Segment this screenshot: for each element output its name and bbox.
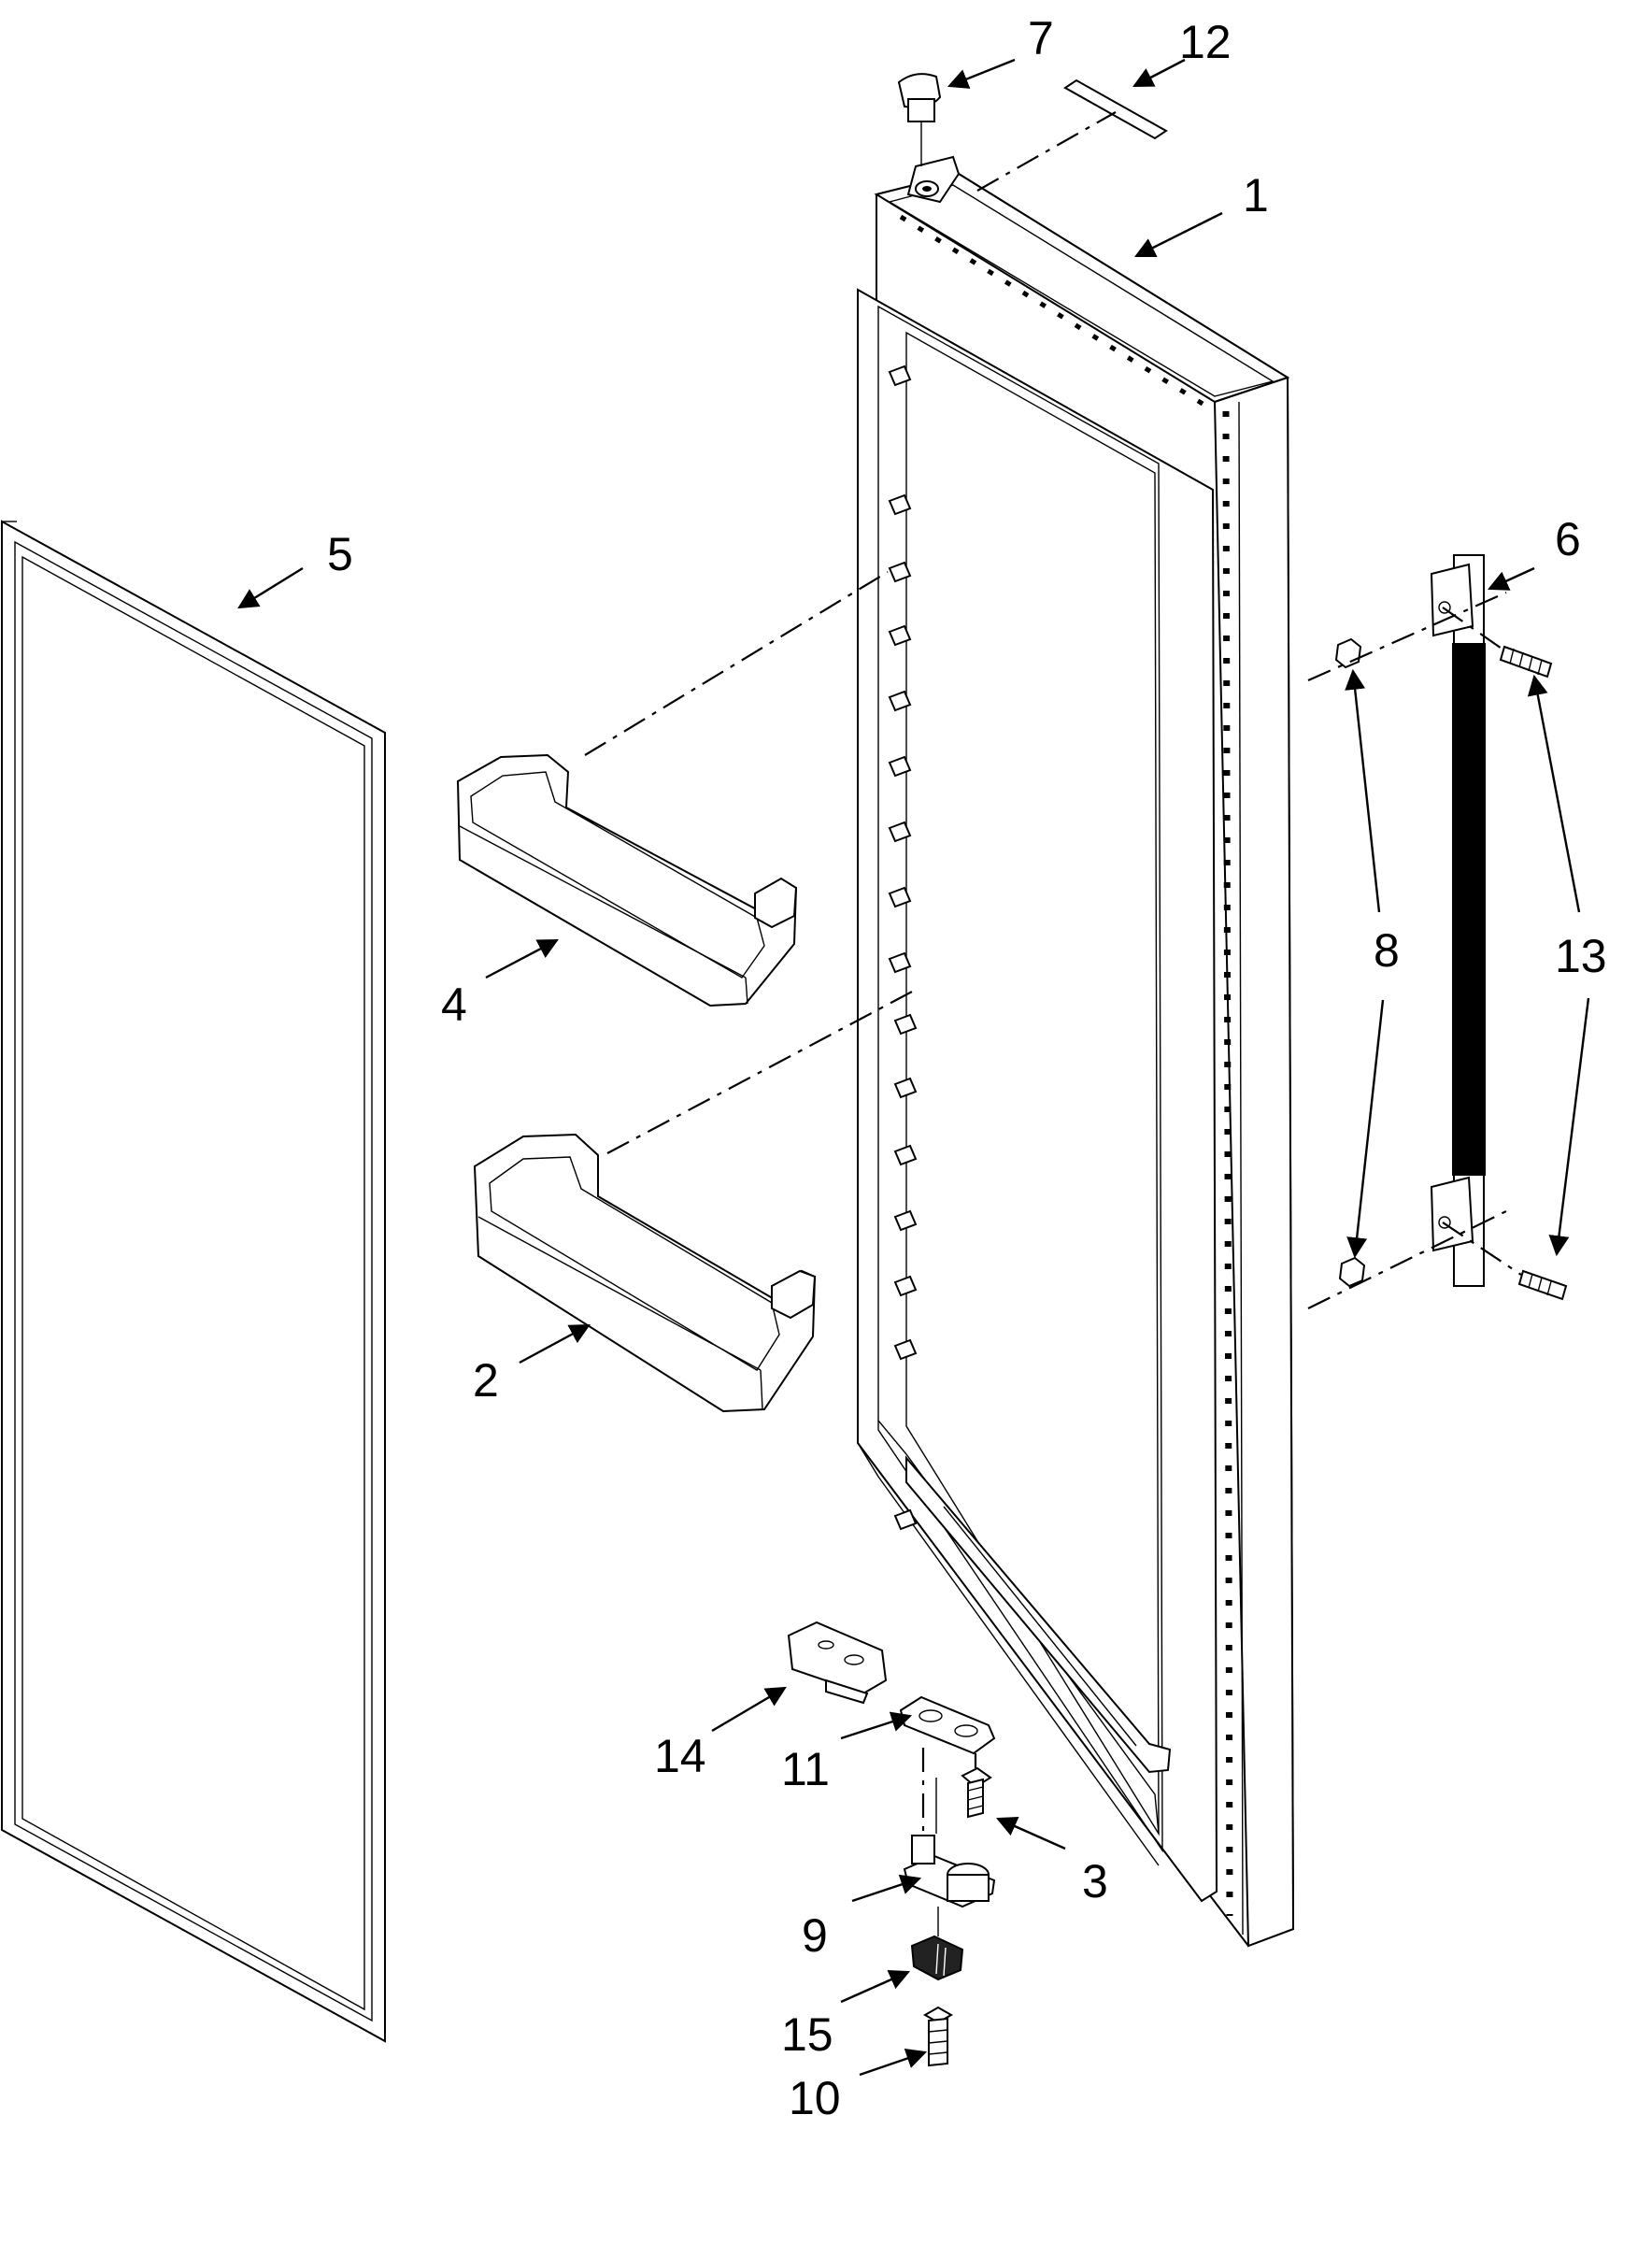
- callout-10: 10: [789, 2072, 841, 2124]
- part-4-upper-door-bin: [458, 755, 796, 1006]
- part-5-door-gasket: [2, 521, 385, 2041]
- part-11-bottom-hinge-spacer: [901, 1697, 994, 1753]
- callout-15: 15: [781, 2008, 833, 2061]
- callout-1: 1: [1243, 169, 1269, 221]
- callout-8: 8: [1374, 924, 1400, 977]
- door-shelf-clips: [890, 366, 916, 1529]
- callout-2: 2: [473, 1354, 499, 1407]
- callout-7: 7: [1028, 12, 1054, 64]
- part-1-door-assembly: [858, 157, 1293, 1946]
- callout-3: 3: [1082, 1855, 1108, 1907]
- part-9-bottom-hinge: [904, 1778, 994, 1907]
- part-15-hinge-block: [912, 1907, 962, 1979]
- callout-5: 5: [327, 528, 353, 580]
- part-7-top-hinge-bushing: [899, 74, 940, 166]
- callout-14: 14: [654, 1730, 706, 1782]
- callout-12: 12: [1179, 16, 1232, 68]
- part-8-handle-mounting-studs: [1336, 639, 1364, 1286]
- part-12-hinge-shim: [1065, 80, 1166, 138]
- part-10-hinge-bolt: [925, 2007, 951, 2065]
- callout-labels: 1 2 3 4 5 6 7 8 9 10 11 12 13 14 15: [327, 12, 1607, 2124]
- part-3-hinge-screw: [962, 1768, 990, 1817]
- part-2-lower-door-bin: [475, 1135, 815, 1411]
- assembly-lines: [585, 112, 1521, 1834]
- callout-leaders: [237, 60, 1588, 2075]
- callout-13: 13: [1555, 930, 1607, 982]
- callout-6: 6: [1555, 513, 1581, 565]
- callout-4: 4: [441, 979, 467, 1031]
- callout-11: 11: [781, 1743, 830, 1795]
- part-6-door-handle: [1431, 555, 1486, 1286]
- part-14-hinge-cover: [789, 1622, 886, 1703]
- callout-9: 9: [802, 1909, 828, 1962]
